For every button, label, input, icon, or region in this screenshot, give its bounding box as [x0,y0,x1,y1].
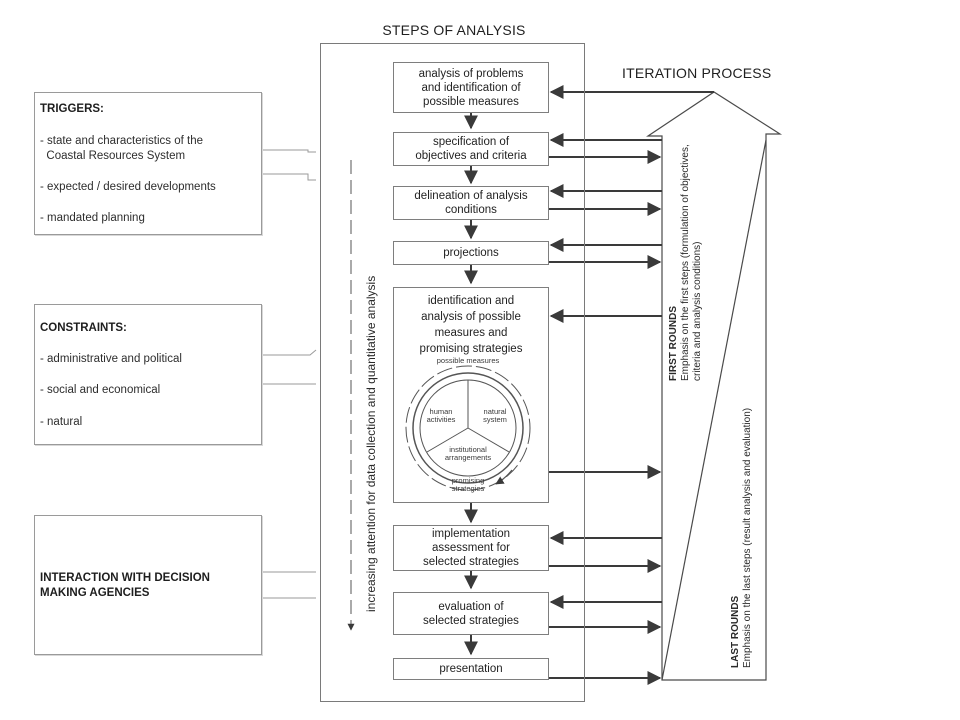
wheel-label-top: possible measures [436,356,500,365]
wheel-label-human: human activities [426,407,456,424]
interaction-heading: INTERACTION WITH DECISION MAKING AGENCIE… [40,572,210,599]
iteration-arrow-shape [646,91,783,681]
step-evaluation: evaluation of selected strategies [393,592,549,635]
last-rounds-title: LAST ROUNDS [730,595,741,668]
trigger-item: - state and characteristics of the Coast… [40,135,203,162]
iteration-title: ITERATION PROCESS [622,65,772,81]
first-rounds-text: Emphasis on the first steps (formulation… [680,144,703,381]
interaction-connectors [262,571,316,599]
constraint-item: - natural [40,416,83,428]
step-projections: projections [393,241,549,265]
trigger-connectors [262,149,316,181]
constraints-box: CONSTRAINTS: - administrative and politi… [34,304,262,445]
triggers-box: TRIGGERS: - state and characteristics of… [34,92,262,235]
step-presentation: presentation [393,658,549,680]
constraint-item: - social and economical [40,384,161,396]
step-objectives: specification of objectives and criteria [393,132,549,166]
triggers-heading: TRIGGERS: [40,103,104,115]
trigger-item: - expected / desired developments [40,181,216,193]
interaction-box: INTERACTION WITH DECISION MAKING AGENCIE… [34,515,262,655]
constraints-heading: CONSTRAINTS: [40,322,127,334]
constraint-item: - administrative and political [40,353,182,365]
step-measures-strategies: identification and analysis of possible … [393,287,549,503]
step-implementation: implementation assessment for selected s… [393,525,549,571]
wheel-label-natural: natural system [483,407,507,424]
constraint-connectors [262,349,317,385]
attention-label: increasing attention for data collection… [364,275,378,612]
rounds-divider [661,139,767,681]
last-rounds-text: Emphasis on the last steps (result analy… [742,407,753,668]
steps-frame [320,43,585,702]
strategy-wheel [405,365,531,491]
step-measures-label: identification and analysis of possible … [419,295,523,355]
trigger-item: - mandated planning [40,212,145,224]
steps-title: STEPS OF ANALYSIS [382,22,526,38]
step-analysis-conditions: delineation of analysis conditions [393,186,549,220]
first-rounds-title: FIRST ROUNDS [668,306,679,381]
step-problem-analysis: analysis of problems and identification … [393,62,549,113]
wheel-label-base: promising strategies [451,476,485,493]
iteration-arrows [549,133,662,685]
wheel-label-institutional: institutional arrangements [444,445,492,462]
